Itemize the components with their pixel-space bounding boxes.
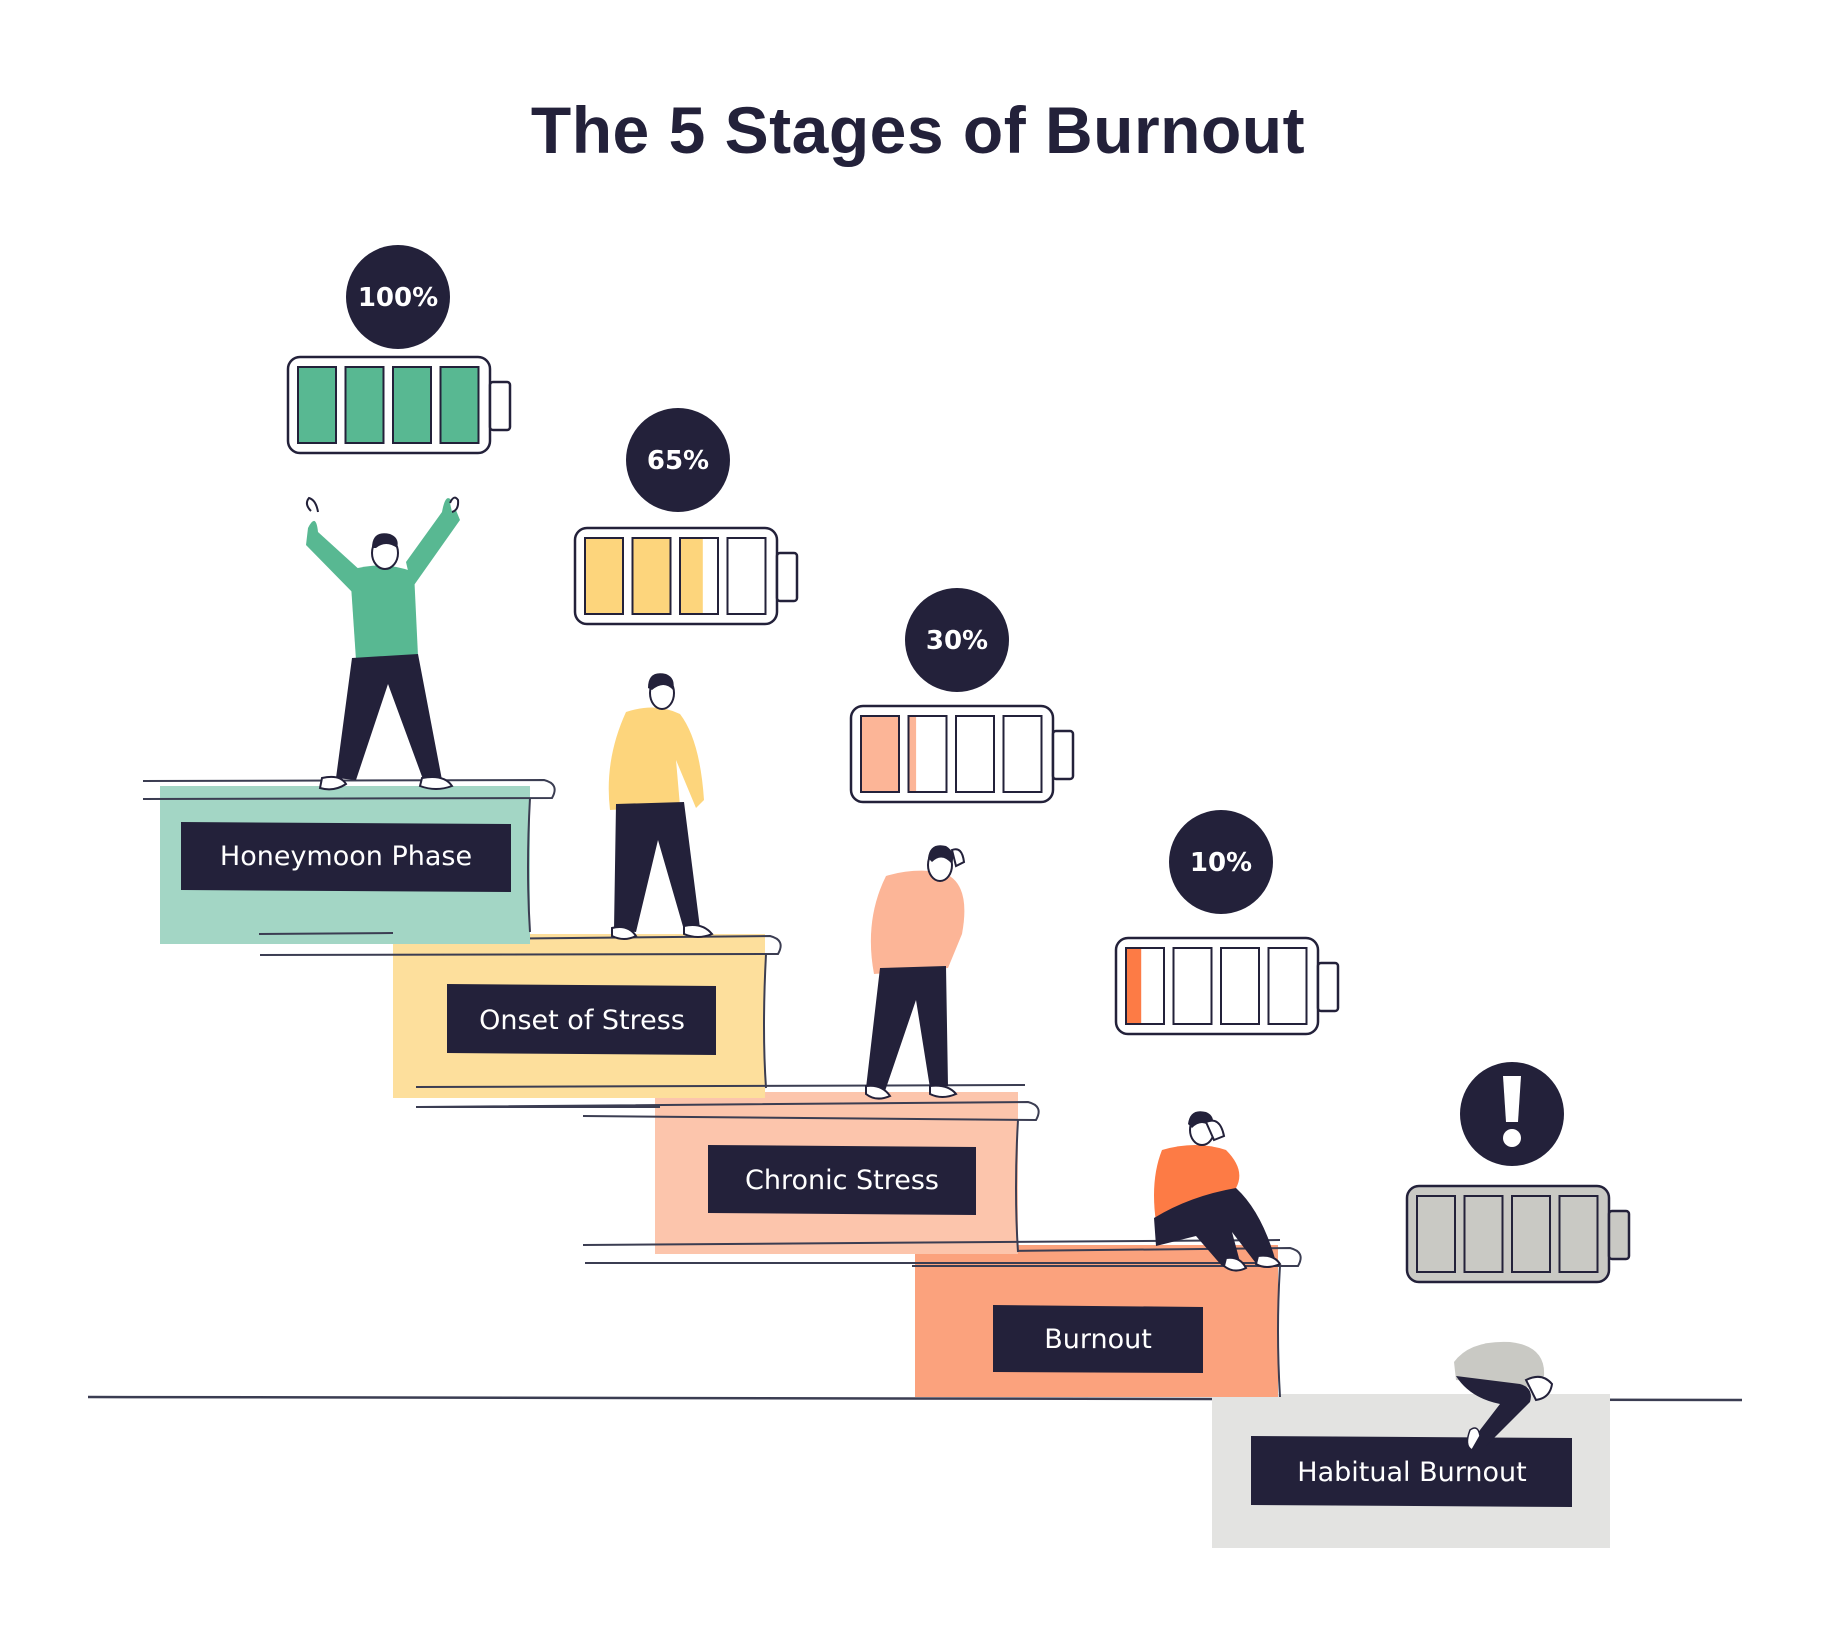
battery-cell-fill xyxy=(440,367,479,443)
stage-2-energy-percent: 65% xyxy=(647,446,709,476)
battery-terminal xyxy=(1316,961,1340,1013)
stage-4-edge-line xyxy=(912,1246,1302,1267)
battery-terminal xyxy=(1607,1209,1631,1261)
battery-cell xyxy=(1559,1196,1598,1272)
battery-cell-fill xyxy=(585,538,623,614)
battery-cell-outline xyxy=(1267,947,1308,1025)
battery-cell-outline xyxy=(1002,715,1043,793)
battery-cell-outline xyxy=(955,715,995,793)
stage-3-badge xyxy=(905,588,1009,692)
battery-terminal xyxy=(488,380,512,432)
stage-2-label: Onset of Stress xyxy=(479,1005,685,1036)
person-curled-up xyxy=(1454,1341,1554,1451)
stage-3-energy-percent: 30% xyxy=(926,626,988,656)
person-sitting-head-in-hands xyxy=(1154,1111,1282,1272)
battery-cell-outline xyxy=(392,366,432,444)
battery-terminal xyxy=(1051,729,1075,781)
stage-2-edge-line xyxy=(259,934,782,956)
battery-cell-outline xyxy=(1416,1195,1456,1273)
battery-cell-outline xyxy=(631,537,672,615)
battery-terminal xyxy=(775,551,799,603)
stage-1-side-line xyxy=(527,797,531,933)
stage-2-lower-line-1 xyxy=(415,1084,1026,1088)
battery-cell-outline xyxy=(1511,1195,1551,1273)
person-hand-on-head xyxy=(865,845,966,1100)
battery-cell-outline xyxy=(860,715,900,793)
exclamation-icon xyxy=(1503,1076,1521,1147)
stage-1-badge xyxy=(346,245,450,349)
battery-cell-fill xyxy=(345,367,384,443)
stage-4-energy-percent: 10% xyxy=(1190,848,1252,878)
battery-cell-fill xyxy=(1126,948,1142,1024)
stage-4-label: Burnout xyxy=(1044,1324,1152,1355)
page-title: The 5 Stages of Burnout xyxy=(530,93,1306,167)
battery-cell-outline xyxy=(1172,947,1213,1025)
stage-1-edge-line xyxy=(142,778,556,800)
person-arms-raised xyxy=(305,496,460,791)
battery-cell-outline xyxy=(1463,1195,1504,1273)
stage-1-battery-group: 100% xyxy=(286,245,512,455)
battery-cell-outline xyxy=(439,366,480,444)
battery-cell-outline xyxy=(679,537,719,615)
stage-2-side-line xyxy=(763,953,767,1089)
battery-cell-outline xyxy=(584,537,624,615)
battery-cell-outline xyxy=(726,537,767,615)
stage-3-step: Chronic Stress xyxy=(417,1092,1281,1264)
battery-cell xyxy=(1417,1196,1455,1272)
stage-4-side-line xyxy=(1277,1265,1281,1398)
battery-indicators: 100% 65% 30% 10% xyxy=(286,245,1631,1284)
stage-1-label: Honeymoon Phase xyxy=(220,841,472,872)
stage-4-battery-group: 10% xyxy=(1114,810,1340,1036)
battery-cell xyxy=(1173,948,1212,1024)
stage-3-side-line xyxy=(1015,1119,1019,1253)
stage-5-battery-group xyxy=(1405,1062,1631,1284)
stage-1-lower-line xyxy=(258,932,394,935)
stage-2-step: Onset of Stress xyxy=(259,934,1026,1108)
battery-cell xyxy=(1221,948,1259,1024)
stage-5-label: Habitual Burnout xyxy=(1297,1457,1526,1488)
battery-cell-outline xyxy=(344,366,385,444)
stage-3-edge-line xyxy=(417,1100,1040,1122)
stage-4-step: Burnout xyxy=(912,1245,1302,1398)
stage-1-label-box xyxy=(181,822,511,892)
battery-cell-outline xyxy=(1558,1195,1599,1273)
battery-cell xyxy=(956,716,994,792)
stage-5-label-box xyxy=(1251,1436,1572,1507)
battery-cell-outline xyxy=(907,715,948,793)
stage-1-energy-percent: 100% xyxy=(358,283,438,313)
stage-2-label-box xyxy=(447,984,716,1055)
stage-4-label-box xyxy=(993,1305,1203,1373)
stage-2-battery-group: 65% xyxy=(573,408,799,626)
battery-cell xyxy=(1268,948,1307,1024)
battery-cell-fill xyxy=(298,367,336,443)
battery-cell-fill xyxy=(861,716,899,792)
stage-3-battery-group: 30% xyxy=(849,588,1075,804)
stage-5-step: Habitual Burnout xyxy=(1212,1394,1610,1548)
battery-cell xyxy=(727,538,766,614)
battery-cell-outline xyxy=(297,366,337,444)
stage-2-badge xyxy=(626,408,730,512)
battery-cell-fill xyxy=(632,538,671,614)
battery-cell xyxy=(1003,716,1042,792)
battery-cell xyxy=(1512,1196,1550,1272)
battery-cell-outline xyxy=(1125,947,1165,1025)
stage-4-badge xyxy=(1169,810,1273,914)
battery-cell-outline xyxy=(1220,947,1260,1025)
person-standing xyxy=(608,673,714,940)
stage-1-step: Honeymoon Phase xyxy=(142,778,556,944)
battery-cell xyxy=(1464,1196,1503,1272)
stage-3-label-box xyxy=(708,1145,976,1215)
battery-cell-fill xyxy=(908,716,917,792)
battery-cell-fill xyxy=(393,367,431,443)
battery-cell-fill xyxy=(680,538,703,614)
stage-3-label: Chronic Stress xyxy=(745,1165,939,1196)
